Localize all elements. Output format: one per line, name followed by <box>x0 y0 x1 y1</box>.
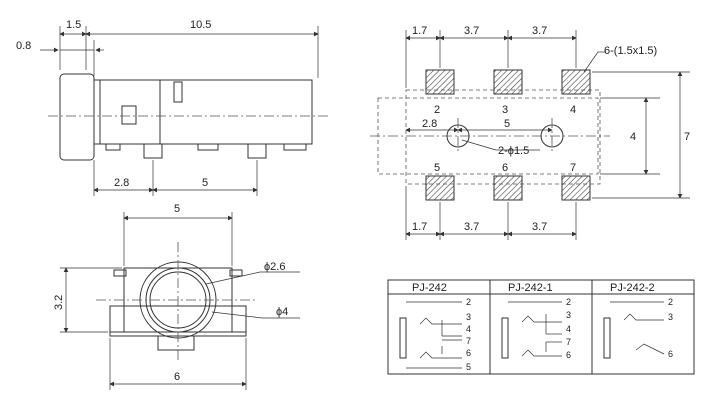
dim-phi-2-6: ϕ2.6 <box>264 261 285 273</box>
pad-4-label: 4 <box>570 104 576 116</box>
side-view: 1.5 10.5 0.8 2.8 5 <box>16 19 330 196</box>
pad-7-label: 7 <box>570 162 576 174</box>
c2-pin-7: 7 <box>566 337 571 347</box>
fp-top-dim-1: 1.7 <box>412 25 427 37</box>
dim-0-8: 0.8 <box>16 40 31 52</box>
table-header-pj242: PJ-242 <box>412 282 447 294</box>
dim-front-6: 6 <box>174 371 180 383</box>
fp-dim-4: 4 <box>630 131 636 143</box>
pad-5-label: 5 <box>434 162 440 174</box>
c3-pin-2: 2 <box>668 297 673 307</box>
dim-5: 5 <box>202 177 208 189</box>
pad-2-label: 2 <box>434 104 440 116</box>
c1-pin-7: 7 <box>466 336 471 346</box>
hole-note: 2-ϕ1.5 <box>498 145 529 157</box>
fp-dim-7: 7 <box>684 131 690 143</box>
c1-pin-4: 4 <box>466 324 471 334</box>
front-view: 5 6 3.2 ϕ2.6 ϕ4 <box>53 203 300 390</box>
schematic-table: PJ-242 PJ-242-1 PJ-242-2 2 3 4 7 6 5 2 3… <box>387 279 695 375</box>
table-header-pj242-2: PJ-242-2 <box>610 282 655 294</box>
dim-10-5: 10.5 <box>190 19 211 31</box>
dim-phi-4: ϕ4 <box>276 306 288 318</box>
pad-3-label: 3 <box>502 104 508 116</box>
fp-dim-5: 5 <box>504 118 510 130</box>
c2-pin-4: 4 <box>566 324 571 334</box>
c2-pin-3: 3 <box>566 310 571 320</box>
c2-pin-2: 2 <box>566 297 571 307</box>
dim-front-5: 5 <box>174 203 180 215</box>
fp-top-dim-3: 3.7 <box>532 25 547 37</box>
dim-2-8: 2.8 <box>114 177 129 189</box>
fp-top-dim-2: 3.7 <box>464 25 479 37</box>
c1-pin-3: 3 <box>466 312 471 322</box>
dim-3-2: 3.2 <box>53 295 65 310</box>
fp-bot-dim-1: 1.7 <box>412 221 427 233</box>
c1-pin-5: 5 <box>466 362 471 372</box>
fp-dim-2-8: 2.8 <box>422 118 437 130</box>
c2-pin-6: 6 <box>566 350 571 360</box>
c3-pin-3: 3 <box>668 312 673 322</box>
pad-note: 6-(1.5x1.5) <box>604 45 657 57</box>
c1-pin-6: 6 <box>466 348 471 358</box>
c3-pin-6: 6 <box>668 349 673 359</box>
pad-6-label: 6 <box>502 162 508 174</box>
dim-1-5: 1.5 <box>66 19 81 31</box>
fp-bot-dim-3: 3.7 <box>532 221 547 233</box>
fp-bot-dim-2: 3.7 <box>464 221 479 233</box>
c1-pin-2: 2 <box>466 297 471 307</box>
table-header-pj242-1: PJ-242-1 <box>508 282 553 294</box>
footprint: 2 3 4 5 6 7 2.8 5 2-ϕ1.5 1.7 3.7 3.7 <box>370 25 690 240</box>
